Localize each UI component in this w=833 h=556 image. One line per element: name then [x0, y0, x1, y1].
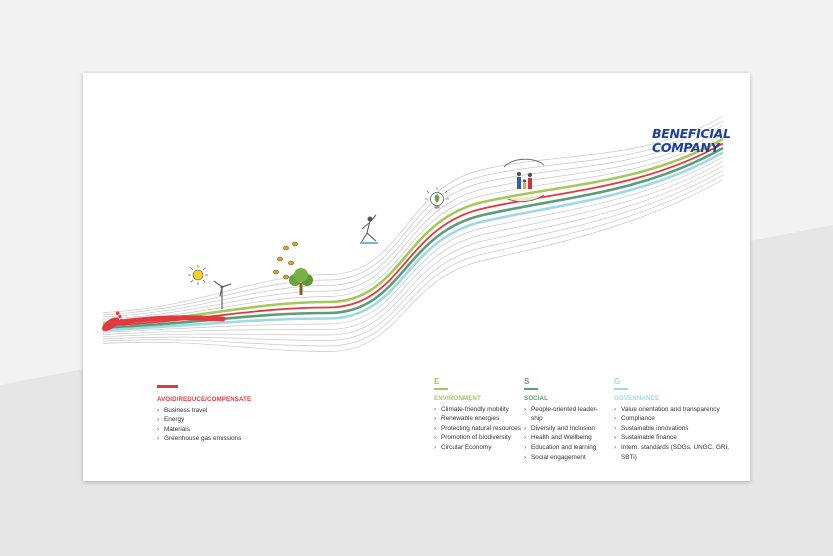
list-item: Intern. standards (SDGs, UNGC, GRI, SBTi…: [614, 443, 744, 462]
social-letter: S: [524, 377, 530, 386]
list-item: Health and Wellbeing: [524, 433, 608, 443]
list-item: Sustainable innovations: [614, 424, 744, 434]
avoid-list: Business travel Energy Materials Greenho…: [157, 406, 277, 444]
governance-list: Value orientation and transparency Compl…: [614, 405, 744, 463]
list-item: Climate-friendly mobility: [434, 405, 522, 415]
wave-line: [102, 116, 724, 313]
list-item: Diversity and Inclusion: [524, 424, 608, 434]
list-item: Promotion of biodiversity: [434, 433, 522, 443]
icon-layer: [102, 158, 545, 331]
governance-heading: GOVERNANCE: [614, 395, 660, 402]
avoid-column: AVOID/REDUCE/COMPENSATE Business travel …: [157, 385, 277, 444]
list-item: Social engagement: [524, 453, 608, 463]
list-item: People-oriented leader-ship: [524, 405, 608, 424]
sun-icon: [188, 265, 208, 285]
footprint-trail: [112, 315, 226, 326]
list-item: Compliance: [614, 414, 744, 424]
social-list: People-oriented leader-ship Diversity an…: [524, 405, 608, 463]
wave-line: [102, 156, 724, 333]
environment-heading: ENVIRONMENT: [434, 395, 481, 402]
yoga-person-icon: [360, 214, 378, 244]
wave-line: [102, 170, 724, 341]
social-heading: SOCIAL: [524, 395, 548, 402]
wave-line: [102, 174, 724, 347]
avoid-accent-bar: [157, 385, 178, 388]
wave-line-colored: [102, 151, 724, 332]
wave-line: [102, 161, 724, 335]
list-item: Circular Economy: [434, 443, 522, 453]
page-title: BENEFICIAL COMPANY: [652, 127, 747, 155]
sustainability-wave: [102, 116, 724, 352]
family-hands-icon: [503, 158, 545, 203]
title-line-2: COMPANY: [652, 140, 720, 155]
list-item: Materials: [157, 425, 277, 435]
tree-icon: [289, 268, 313, 295]
wave-line: [102, 129, 724, 320]
environment-accent-bar: [434, 388, 448, 390]
footprint-icon: [102, 311, 123, 331]
environment-letter: E: [434, 377, 440, 386]
environment-list: Climate-friendly mobility Renewable ener…: [434, 405, 522, 453]
infographic-card: BENEFICIAL COMPANY AVOID/REDUCE/COMPENSA…: [83, 73, 750, 481]
governance-accent-bar: [614, 388, 628, 390]
list-item: Sustainable finance: [614, 433, 744, 443]
list-item: Business travel: [157, 406, 277, 416]
wave-line-colored: [102, 137, 724, 325]
governance-letter: G: [614, 377, 621, 386]
environment-column: E ENVIRONMENT Climate-friendly mobility …: [434, 377, 522, 453]
social-accent-bar: [524, 388, 538, 390]
wave-line: [102, 179, 724, 352]
social-column: S SOCIAL People-oriented leader-ship Div…: [524, 377, 608, 462]
wind-turbine-icon: [213, 280, 232, 309]
lightbulb-leaf-icon: [425, 187, 449, 209]
wave-line: [102, 125, 724, 318]
wave-line: [102, 165, 724, 338]
list-item: Greenhouse gas emissions: [157, 434, 277, 444]
wave-line-colored: [102, 142, 724, 327]
list-item: Protecting natural resources: [434, 424, 522, 434]
bees-icon: [272, 241, 298, 280]
wave-line: [102, 120, 724, 316]
list-item: Value orientation and transparency: [614, 405, 744, 415]
list-item: Energy: [157, 415, 277, 425]
governance-column: G GOVERNANCE Value orientation and trans…: [614, 377, 744, 462]
list-item: Renewable energies: [434, 414, 522, 424]
avoid-heading: AVOID/REDUCE/COMPENSATE: [157, 396, 252, 403]
title-line-1: BENEFICIAL: [652, 126, 731, 141]
wave-line: [102, 134, 724, 322]
list-item: Education and learning: [524, 443, 608, 453]
